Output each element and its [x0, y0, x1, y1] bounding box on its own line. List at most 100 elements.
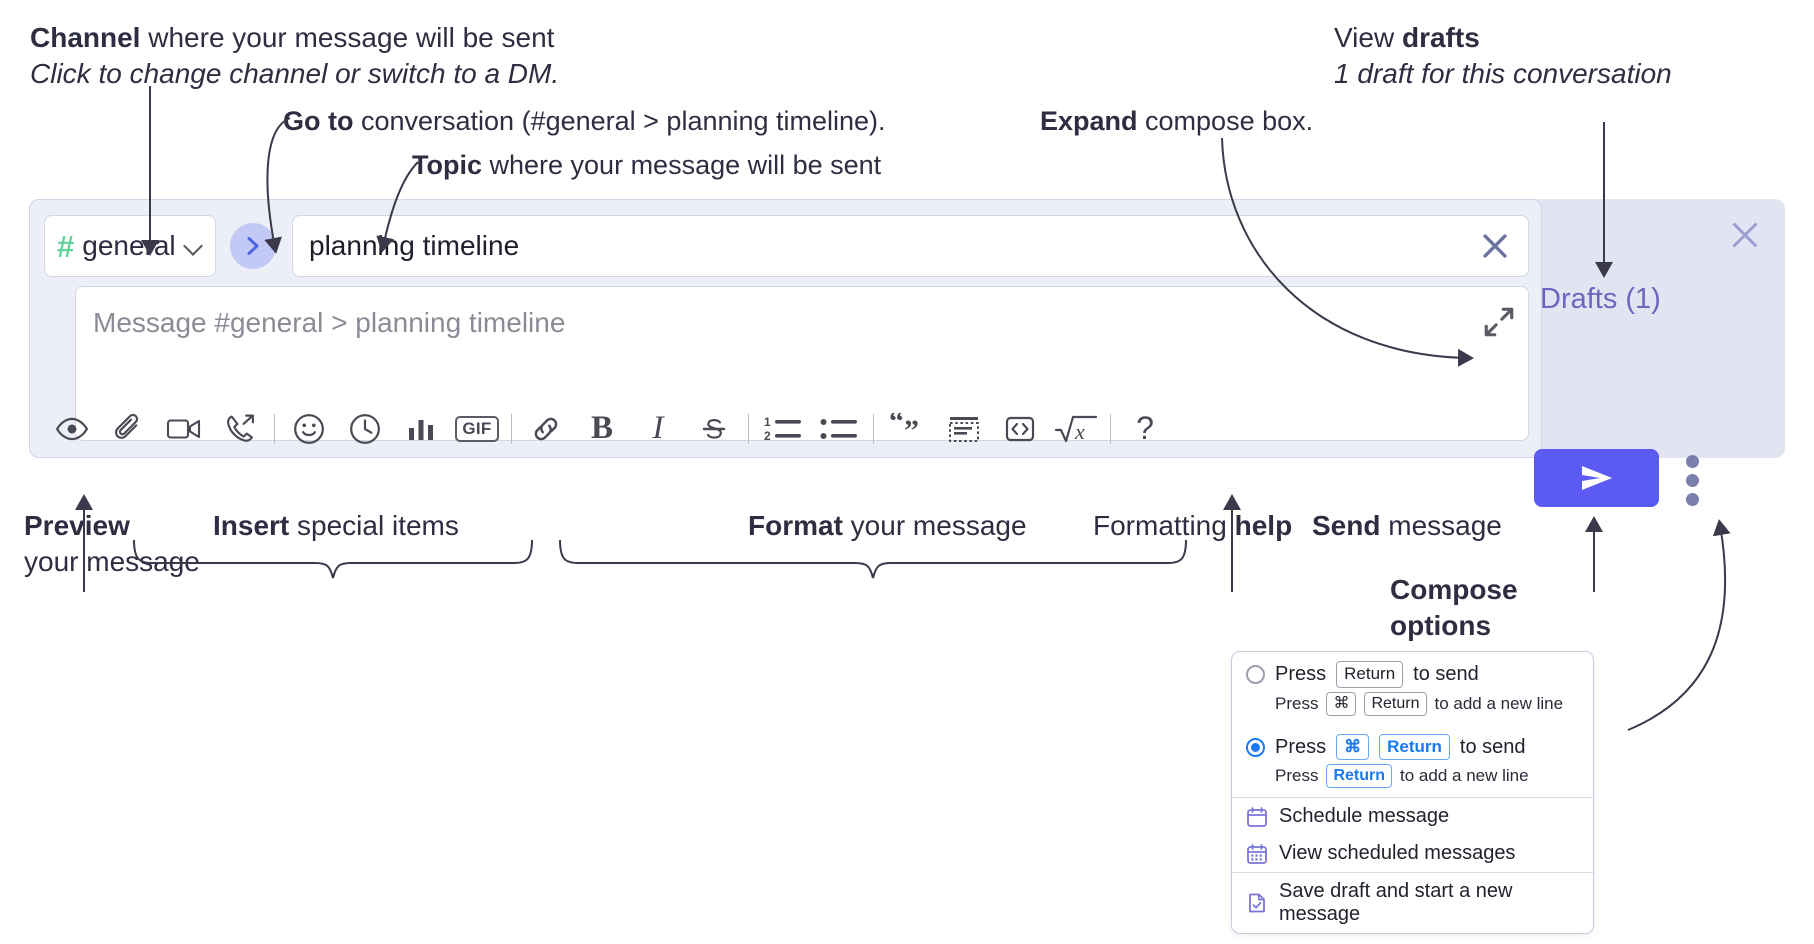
annotation-channel: Channel where your message will be sent …	[30, 20, 590, 92]
annotation-channel-rest: where your message will be sent	[140, 22, 555, 53]
annotation-drafts: View drafts 1 draft for this conversatio…	[1334, 20, 1814, 92]
svg-text:1: 1	[764, 415, 771, 429]
key-return-sub: Return	[1364, 691, 1427, 716]
annotation-goto: Go to conversation (#general > planning …	[283, 104, 983, 139]
annotation-preview-rest: your message	[24, 545, 200, 577]
option-2-sub-pre: Press	[1275, 766, 1319, 786]
compose-options-menu: Press Return to send Press ⌘ Return to a…	[1231, 651, 1594, 935]
audio-clip-button[interactable]	[212, 406, 268, 451]
channel-name: general	[82, 230, 176, 261]
key-return: Return	[1336, 661, 1404, 688]
annotation-channel-bold: Channel	[30, 22, 141, 53]
code-block-icon	[949, 416, 979, 442]
attach-button[interactable]	[100, 406, 156, 451]
phone-forward-icon	[226, 414, 254, 442]
option-1-sub-post: to add a new line	[1434, 693, 1564, 713]
emoji-button[interactable]	[281, 406, 337, 451]
key-command-blue: ⌘	[1336, 733, 1370, 761]
annotation-send-rest: message	[1380, 510, 1502, 541]
calendar-grid-icon	[1247, 843, 1267, 864]
radio-selected[interactable]	[1246, 737, 1265, 757]
send-option-return[interactable]: Press Return to send	[1232, 652, 1593, 690]
math-button[interactable]: x	[1048, 406, 1104, 451]
preview-button[interactable]	[44, 406, 100, 451]
send-button[interactable]	[1534, 449, 1659, 507]
paperclip-icon	[114, 413, 138, 439]
ordered-list-button[interactable]: 1 2	[755, 406, 811, 451]
send-option-cmd-return[interactable]: Press ⌘ Return to send	[1232, 725, 1593, 763]
inline-code-button[interactable]	[992, 406, 1048, 451]
poll-button[interactable]	[393, 406, 449, 451]
annotation-send: Send message	[1312, 508, 1592, 544]
annotation-goto-bold: Go to	[283, 106, 354, 136]
bulleted-list-button[interactable]	[811, 406, 867, 451]
separator-3	[748, 413, 749, 444]
drafts-link[interactable]: Drafts (1)	[1540, 283, 1661, 315]
menu-divider-2	[1232, 872, 1593, 874]
annotation-insert: Insert special items	[213, 508, 553, 544]
annotation-topic-bold: Topic	[412, 150, 482, 180]
clock-icon	[350, 413, 380, 444]
topic-field[interactable]: planning timeline	[292, 215, 1529, 277]
separator-2	[511, 413, 512, 444]
menu-item-label: Save draft and start a new message	[1279, 880, 1513, 926]
close-icon[interactable]	[1478, 229, 1512, 263]
annotation-topic-rest: where your message will be sent	[482, 150, 882, 180]
annotation-preview-bold: Preview	[24, 510, 130, 541]
menu-item-schedule-message[interactable]: Schedule message	[1232, 798, 1593, 835]
gif-label: GIF	[455, 415, 499, 442]
compose-main-panel: # general planning timeline	[29, 199, 1542, 458]
close-icon[interactable]	[1727, 217, 1763, 253]
key-return-blue: Return	[1379, 733, 1450, 761]
option-1-pre: Press	[1275, 662, 1327, 685]
video-camera-icon	[166, 418, 201, 439]
bold-button[interactable]: B	[574, 406, 630, 451]
message-placeholder: Message #general > planning timeline	[93, 307, 566, 338]
menu-item-save-draft[interactable]: Save draft and start a new message	[1232, 873, 1593, 933]
kebab-dot-1	[1685, 455, 1699, 468]
bold-icon: B	[590, 410, 613, 446]
quote-icon: “ ”	[889, 413, 919, 445]
schedule-button[interactable]	[337, 406, 393, 451]
italic-button[interactable]: I	[630, 406, 686, 451]
link-button[interactable]	[518, 406, 574, 451]
compose-widget: # general planning timeline	[29, 199, 1785, 458]
calendar-icon	[1247, 806, 1267, 827]
formatting-help-button[interactable]: ?	[1117, 406, 1173, 451]
hash-icon: #	[57, 228, 75, 264]
goto-conversation-button[interactable]	[230, 223, 276, 269]
blockquote-button[interactable]: “ ”	[880, 406, 936, 451]
message-input-box[interactable]: Message #general > planning timeline	[75, 286, 1529, 441]
send-option-return-hint: Press ⌘ Return to add a new line	[1232, 690, 1593, 725]
annotation-help-bold: help	[1234, 510, 1293, 541]
kebab-dot-2	[1685, 474, 1699, 487]
menu-item-view-scheduled[interactable]: View scheduled messages	[1232, 835, 1593, 872]
send-option-cmd-return-hint: Press Return to add a new line	[1232, 762, 1593, 797]
kebab-dot-3	[1685, 493, 1699, 506]
eye-icon	[55, 417, 89, 440]
strikethrough-button[interactable]	[686, 406, 742, 451]
compose-options-button[interactable]	[1680, 455, 1704, 506]
italic-icon: I	[652, 410, 664, 446]
document-check-icon	[1249, 893, 1265, 913]
separator-4	[873, 413, 874, 444]
annotation-expand: Expand compose box.	[1040, 104, 1370, 139]
key-return-blue-sub: Return	[1326, 764, 1393, 789]
inline-code-icon	[1005, 416, 1035, 441]
code-block-button[interactable]	[936, 406, 992, 451]
radio-unselected[interactable]	[1246, 664, 1265, 684]
separator-5	[1110, 413, 1111, 444]
key-command: ⌘	[1326, 691, 1357, 716]
annotation-preview: Preview your message	[24, 508, 234, 580]
video-clip-button[interactable]	[156, 406, 212, 451]
gif-button[interactable]: GIF	[449, 406, 505, 451]
option-1-sub-pre: Press	[1275, 693, 1319, 713]
strikethrough-icon	[702, 418, 726, 439]
option-2-sub-post: to add a new line	[1400, 766, 1529, 786]
annotation-format: Format your message	[748, 508, 1148, 544]
expand-icon[interactable]	[1482, 305, 1516, 339]
question-mark-icon: ?	[1136, 410, 1154, 446]
channel-selector[interactable]: # general	[44, 215, 216, 277]
annotation-goto-rest: conversation (#general > planning timeli…	[353, 106, 886, 136]
